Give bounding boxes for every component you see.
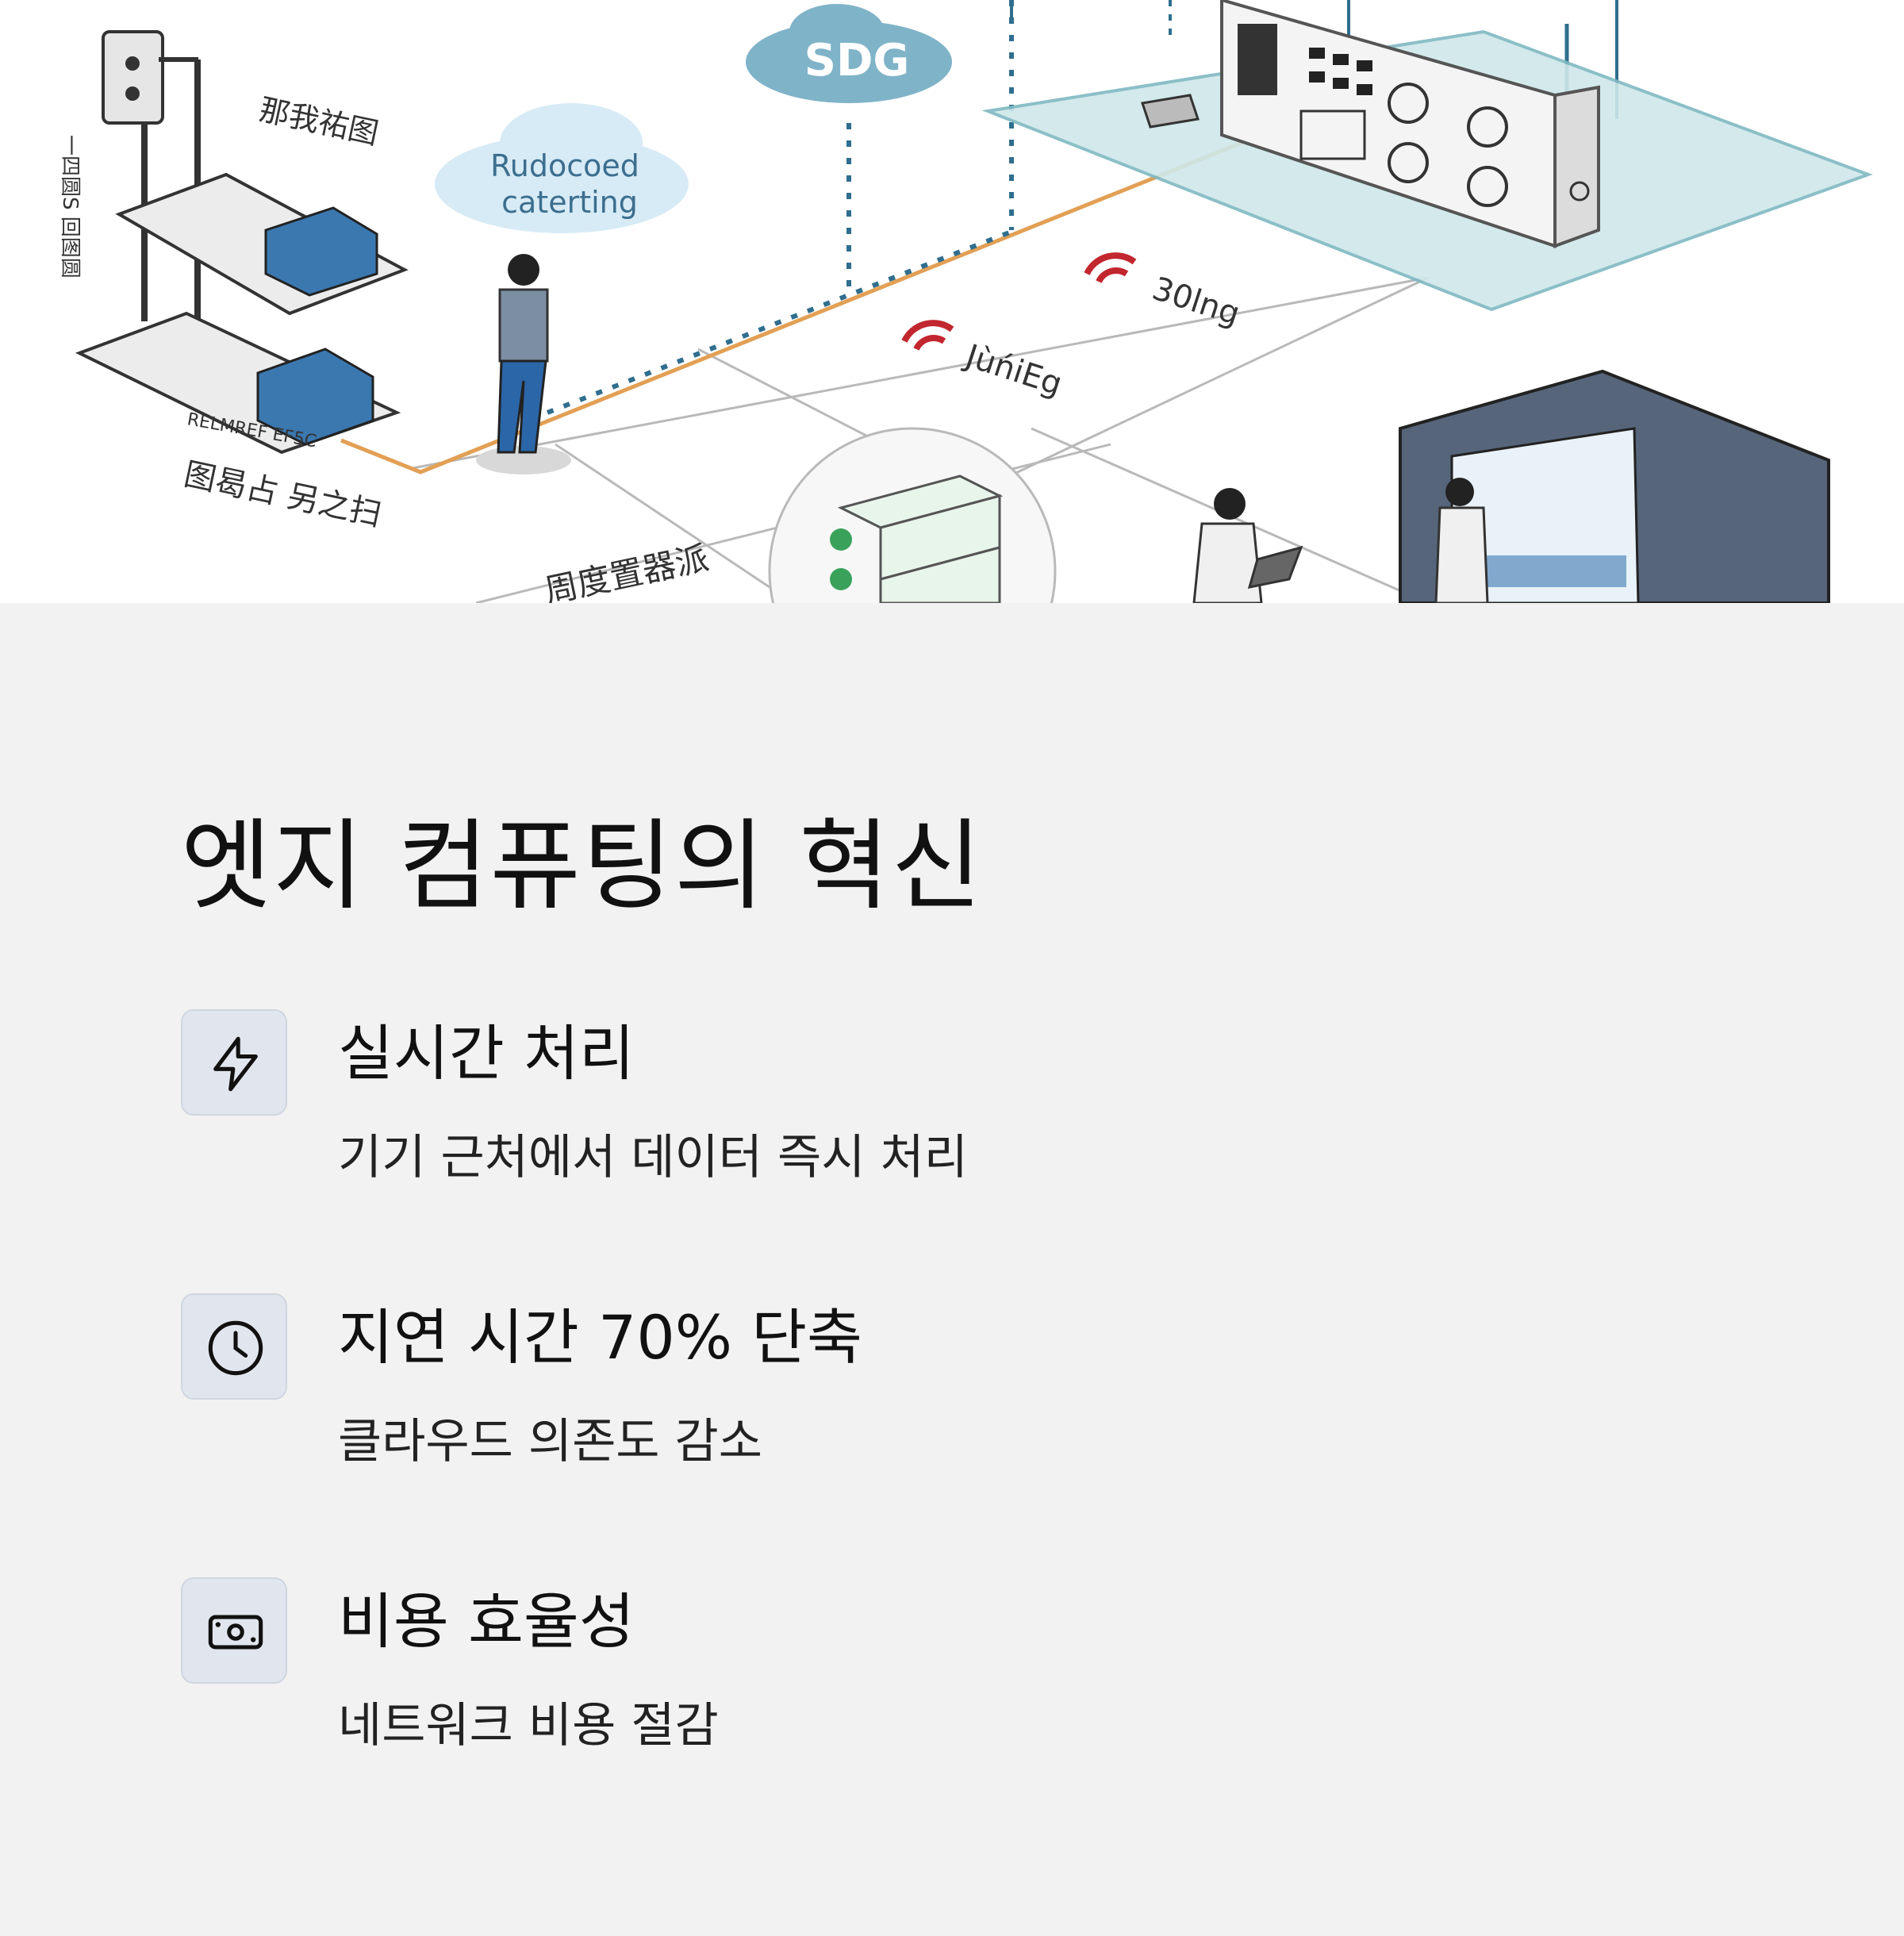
svg-text:SDG: SDG: [804, 35, 910, 86]
svg-text:30lng: 30lng: [1148, 271, 1244, 333]
clock-icon: [208, 1320, 263, 1376]
feature-title: 실시간 처리: [338, 1018, 635, 1089]
circuit-board-bottom: [75, 311, 401, 455]
sdg-cloud: SDG: [746, 4, 952, 103]
orange-cable: [340, 133, 1262, 474]
feature-description: 클라우드 의존도 감소: [338, 1414, 762, 1469]
features-section: 엣지 컴퓨팅의 혁신 실시간 처리 기기 근처에서 데이터 즉시 처리 지연 시…: [0, 603, 1904, 1936]
feature-icon-box: [181, 1293, 287, 1400]
feature-title: 지연 시간 70% 단축: [338, 1302, 862, 1373]
svg-text:周度置器派: 周度置器派: [541, 538, 712, 603]
person-laptop: [1192, 488, 1303, 603]
circuit-board-top: [115, 172, 409, 316]
svg-text:caterting: caterting: [501, 185, 638, 220]
person-standing: [476, 254, 571, 474]
svg-text:图曷占 另之扫: 图曷占 另之扫: [181, 456, 385, 534]
edge-network-diagram: SDG Rudocoed caterting 30lng JùńiEg: [58, 0, 1873, 603]
lightning-icon: [213, 1036, 258, 1092]
section-title: 엣지 컴퓨팅의 혁신: [181, 809, 984, 924]
wifi-icon: [901, 252, 1137, 351]
feature-realtime: 실시간 처리 기기 근처에서 데이터 즉시 처리: [181, 1009, 1371, 1247]
banknote-icon: [208, 1615, 263, 1650]
hero-illustration: SDG Rudocoed caterting 30lng JùńiEg: [0, 0, 1904, 603]
svg-text:一四圆S 回图圆: 一四圆S 回图圆: [58, 135, 82, 278]
svg-text:JùńiEg: JùńiEg: [959, 337, 1066, 403]
signal-pole: [102, 30, 201, 321]
feature-description: 기기 근처에서 데이터 즉시 처리: [338, 1130, 968, 1185]
server-rack: [1399, 369, 1830, 603]
edge-server: [1220, 0, 1600, 248]
catering-cloud: Rudocoed caterting: [435, 103, 689, 233]
feature-cost: 비용 효율성 네트워크 비용 절감: [181, 1577, 1371, 1815]
feature-title: 비용 효율성: [338, 1586, 635, 1657]
feature-description: 네트워크 비용 절감: [338, 1698, 719, 1754]
dotted-link: [546, 228, 1017, 415]
data-stack-bubble: [768, 427, 1057, 603]
svg-text:那我祐图: 那我祐图: [256, 92, 382, 152]
feature-icon-box: [181, 1009, 287, 1116]
feature-icon-box: [181, 1577, 287, 1684]
feature-latency: 지연 시간 70% 단축 클라우드 의존도 감소: [181, 1293, 1371, 1531]
svg-text:Rudocoed: Rudocoed: [490, 148, 639, 183]
